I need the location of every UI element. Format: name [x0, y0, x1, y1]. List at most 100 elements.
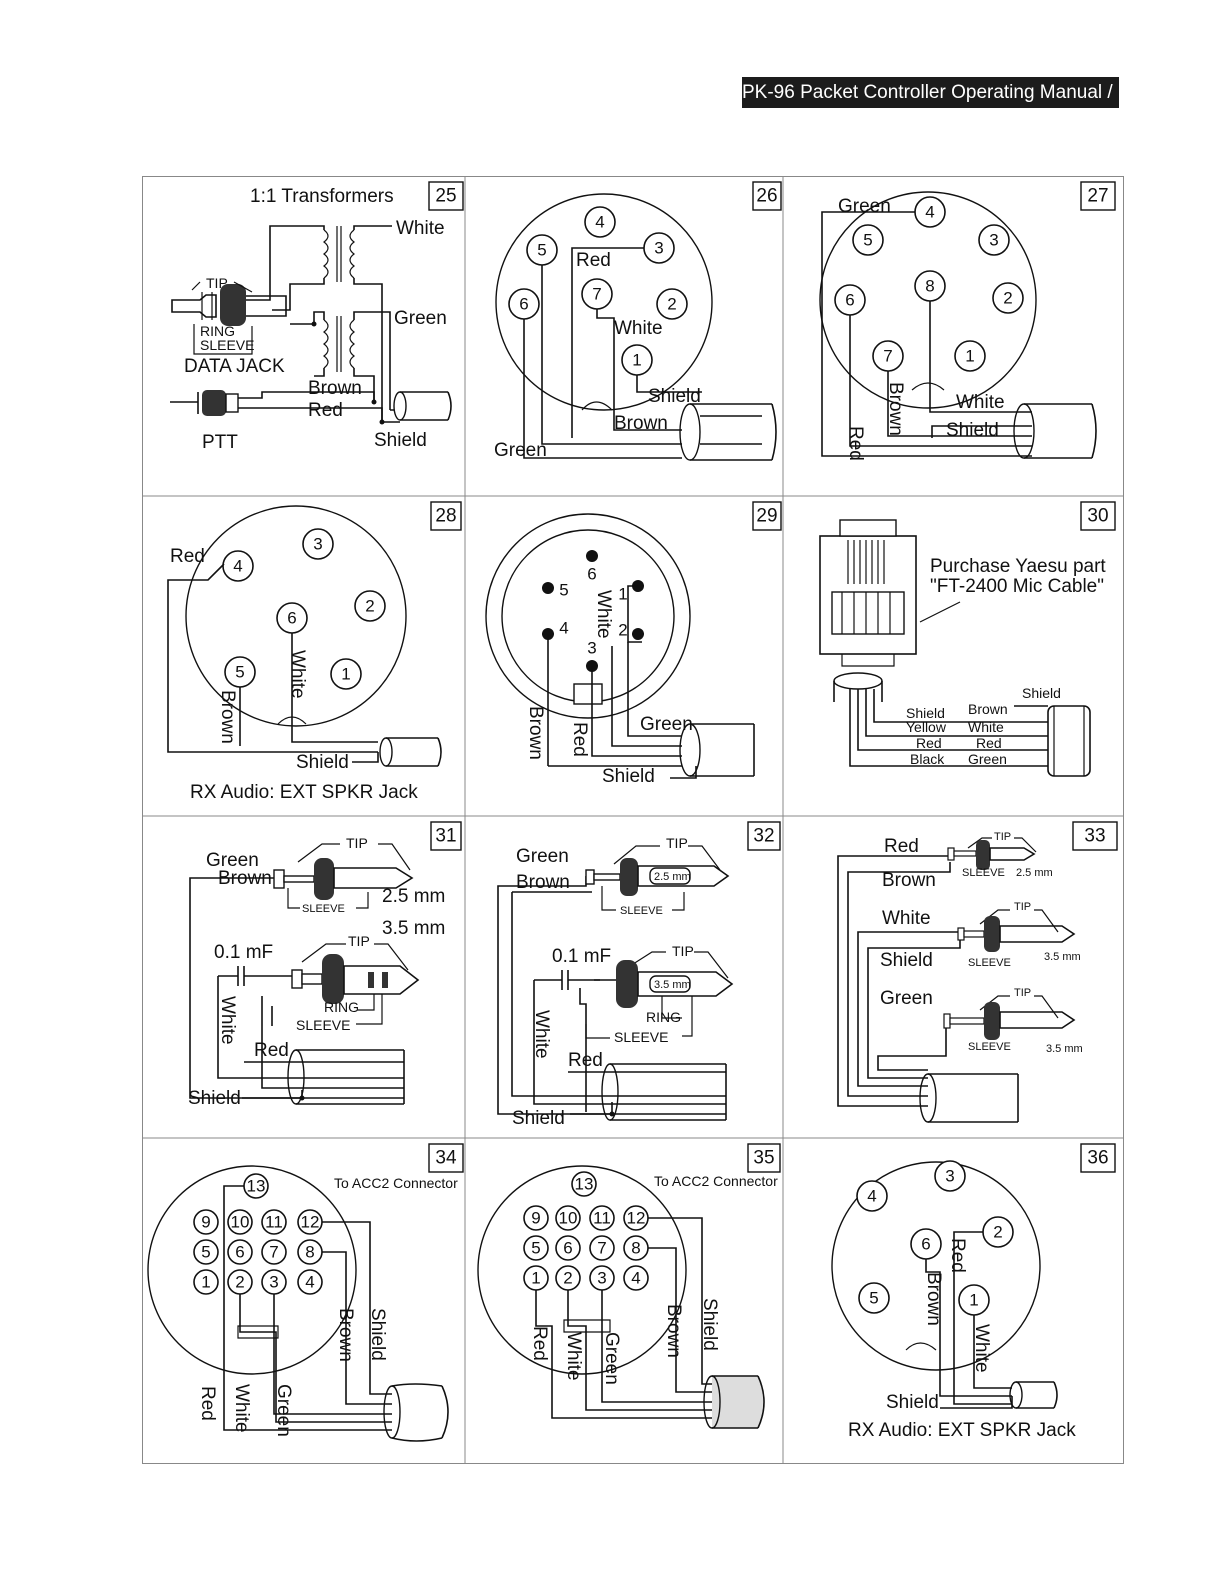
cable-26 — [679, 403, 777, 461]
white-wire-label: White — [593, 590, 614, 639]
panel-number-35: 35 — [753, 1148, 774, 1169]
pin-1: 1 — [201, 1273, 210, 1292]
header-title: PK-96 Packet Controller Operating Manual… — [742, 82, 1118, 103]
pin-4: 4 — [305, 1273, 314, 1292]
transformer-bottom — [323, 316, 355, 372]
pin-7: 7 — [592, 285, 601, 304]
red-wire-label: Red — [576, 250, 611, 271]
red-wire-label: Red — [884, 836, 919, 857]
red-wire-label: Red — [197, 1386, 218, 1421]
pin-6: 6 — [921, 1235, 930, 1254]
pin-5: 5 — [869, 1289, 878, 1308]
pin-6: 6 — [235, 1243, 244, 1262]
panel-number-31: 31 — [435, 826, 456, 847]
white-wire-label: White — [217, 996, 238, 1045]
panel-30: 30 Purchase Yaesu part "FT-2400 Mic Cabl… — [819, 501, 1116, 777]
pin-3: 3 — [587, 639, 596, 658]
white-wire-label: White — [563, 1332, 584, 1381]
pin-11: 11 — [265, 1213, 283, 1232]
shield-wire-label: Shield — [946, 420, 999, 441]
pin-6: 6 — [563, 1239, 572, 1258]
pin-12: 12 — [301, 1213, 320, 1232]
panel-35: 35 To ACC2 Connector 13 9 10 11 12 5 6 7… — [477, 1143, 781, 1429]
pin-3: 3 — [989, 231, 998, 250]
cable-25 — [382, 391, 452, 423]
pin-8: 8 — [925, 277, 934, 296]
tip-label: TIP — [206, 275, 228, 291]
shield-wire-label: Shield — [602, 766, 655, 787]
connector-outline-35 — [477, 1165, 687, 1375]
plug-35mm-33a — [957, 916, 1076, 952]
left-wire-shield: Shield — [906, 705, 945, 721]
ring-label: RING — [324, 999, 359, 1015]
pin-1: 1 — [531, 1269, 540, 1288]
shield-wire-label: Shield — [296, 752, 349, 773]
connector-outline-29 — [485, 513, 691, 719]
panel-number-36: 36 — [1087, 1148, 1108, 1169]
sleeve-label-3: SLEEVE — [968, 1041, 1011, 1053]
right-wire-white: White — [968, 719, 1004, 735]
pin-2: 2 — [1003, 289, 1012, 308]
to-acc2-label: To ACC2 Connector — [654, 1173, 778, 1189]
green-wire-label: Green — [880, 988, 933, 1009]
panel-number-29: 29 — [756, 506, 777, 527]
panel-grid-lines — [142, 176, 1124, 1464]
pin-6: 6 — [287, 609, 296, 628]
shield-top-label: Shield — [1022, 685, 1061, 701]
sleeve-label-25: SLEEVE — [620, 905, 663, 917]
panel-number-34: 34 — [435, 1148, 457, 1169]
connector-outline-28 — [185, 505, 407, 727]
pin-8: 8 — [631, 1239, 640, 1258]
cable-29 — [679, 723, 755, 777]
to-acc2-label: To ACC2 Connector — [334, 1175, 458, 1191]
cable-28 — [379, 737, 442, 767]
shield-label: Shield — [374, 430, 427, 451]
red-wire-label: Red — [569, 722, 590, 757]
pin-13: 13 — [247, 1177, 266, 1196]
panel-number-27: 27 — [1087, 186, 1108, 207]
shield-wire-label: Shield — [512, 1108, 565, 1129]
green-wire-label: Green — [394, 308, 447, 329]
connector-outline-27 — [819, 191, 1037, 409]
page-number: 141 — [1117, 82, 1150, 103]
sleeve-label: SLEEVE — [200, 337, 254, 353]
pin-8: 8 — [305, 1243, 314, 1262]
pin-5: 5 — [559, 581, 568, 600]
plug-35mm-31 — [291, 954, 420, 1004]
green-wire-label: Green — [273, 1384, 294, 1437]
left-wire-yellow: Yellow — [906, 719, 947, 735]
pin-2: 2 — [667, 295, 676, 314]
white-wire-label: White — [231, 1384, 252, 1433]
green-wire-label: Green — [206, 850, 259, 871]
pin-10: 10 — [231, 1213, 250, 1232]
tip-label-25: TIP — [346, 835, 368, 851]
connector-outline-36 — [831, 1161, 1041, 1371]
transformers-label: 1:1 Transformers — [250, 186, 394, 207]
tip-label-35: TIP — [672, 943, 694, 959]
pin-7: 7 — [883, 347, 892, 366]
cable-33 — [919, 1073, 1019, 1123]
brown-wire-label: Brown — [525, 706, 546, 760]
brown-wire-label: Brown — [882, 870, 936, 891]
pin-7: 7 — [269, 1243, 278, 1262]
red-wire-label: Red — [568, 1050, 603, 1071]
pin-13: 13 — [575, 1175, 594, 1194]
cable-27 — [1013, 403, 1097, 459]
red-wire-label: Red — [254, 1040, 289, 1061]
panel-26: 26 4 3 5 6 7 2 1 Red White Shield Brown … — [494, 181, 782, 461]
panel-29: 29 6 5 1 4 2 3 White Brown Red Green Shi… — [485, 501, 782, 787]
left-wire-red: Red — [916, 735, 942, 751]
white-wire-label: White — [956, 392, 1005, 413]
transformer-top — [323, 226, 355, 282]
cable-31 — [287, 1049, 405, 1105]
brown-wire-label: Brown — [885, 382, 906, 436]
sleeve-label-25: SLEEVE — [302, 903, 345, 915]
pin-5: 5 — [537, 241, 546, 260]
red-wire-label: Red — [845, 426, 866, 461]
sleeve-label-35: SLEEVE — [614, 1029, 668, 1045]
plug-25mm-32: 2.5 mm — [585, 858, 730, 896]
pin-1: 1 — [341, 665, 350, 684]
brown-wire-label: Brown — [614, 413, 668, 434]
cable-35 — [703, 1375, 765, 1429]
pin-10: 10 — [559, 1209, 578, 1228]
